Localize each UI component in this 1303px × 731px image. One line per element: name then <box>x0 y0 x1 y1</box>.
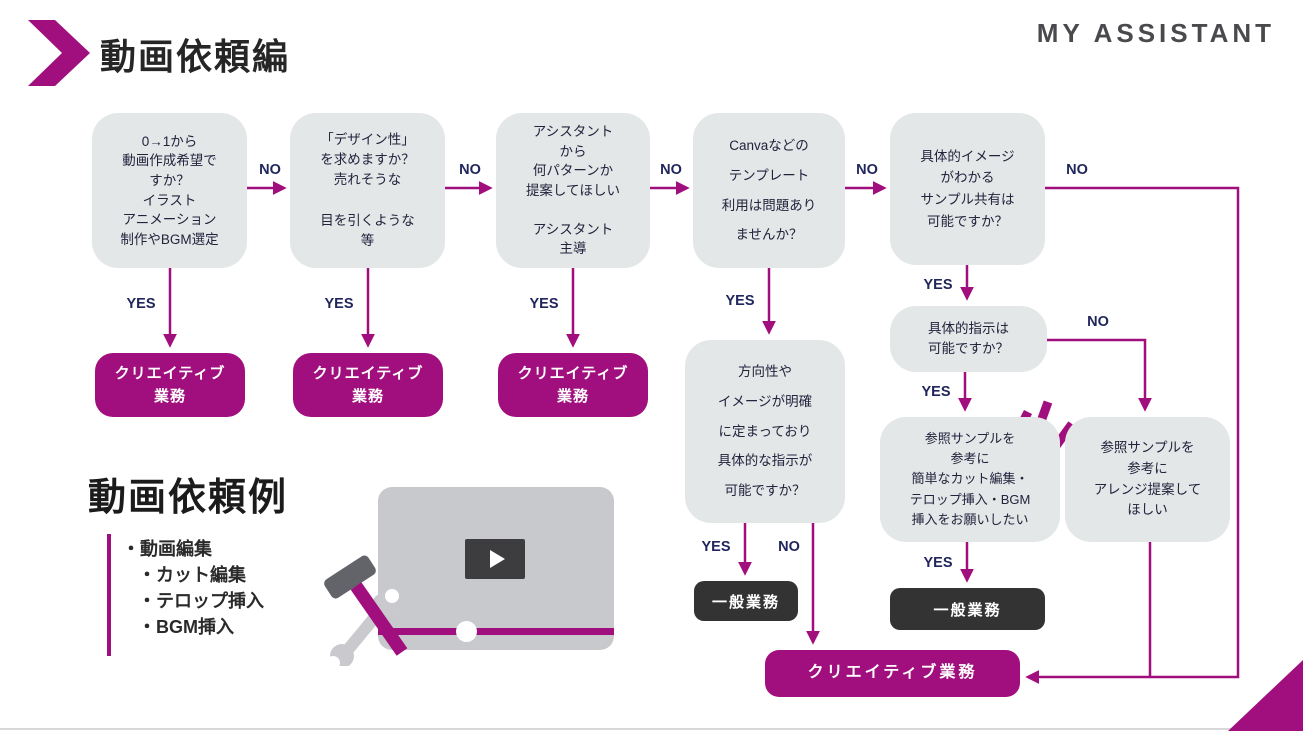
brand-logo: MY ASSISTANT <box>1036 18 1275 48</box>
flow-node-q3: アシスタント から 何パターンか 提案してほしい アシスタント 主導 <box>496 113 650 268</box>
flow-node-q9: 参照サンプルを 参考に アレンジ提案して ほしい <box>1065 417 1230 542</box>
result-creative-wide: クリエイティブ業務 <box>765 650 1020 697</box>
label-no-3: NO <box>660 162 682 178</box>
label-no-1: NO <box>259 162 281 178</box>
label-yes-q8: YES <box>923 555 953 571</box>
label-no-q6: NO <box>778 539 800 555</box>
label-yes-q7: YES <box>921 384 951 400</box>
hammer-wrench-icon <box>324 555 408 666</box>
flow-node-q1: 0→1から 動画作成希望で すか？ イラスト アニメーション 制作やBGM選定 <box>92 113 247 268</box>
label-yes-3: YES <box>529 296 559 312</box>
label-yes-5: YES <box>923 277 953 293</box>
flow-node-q5: 具体的イメージ がわかる サンプル共有は 可能ですか？ <box>890 113 1045 265</box>
label-yes-1: YES <box>126 296 156 312</box>
flow-node-q2: 「デザイン性」 を求めますか？ 売れそうな 目を引くような 等 <box>290 113 445 268</box>
progress-bar <box>378 628 614 635</box>
examples-heading: 動画依頼例 <box>88 477 289 519</box>
label-no-5: NO <box>1066 162 1088 178</box>
list-item: ・BGM挿入 <box>138 617 234 637</box>
label-no-q7: NO <box>1087 314 1109 330</box>
result-general-1: 一般業務 <box>694 581 798 621</box>
list-item: ・テロップ挿入 <box>138 591 264 611</box>
label-no-2: NO <box>459 162 481 178</box>
label-no-4: NO <box>856 162 878 178</box>
result-creative-2: クリエイティブ 業務 <box>293 353 443 417</box>
result-creative-1: クリエイティブ 業務 <box>95 353 245 417</box>
corner-triangle-icon <box>1228 660 1303 731</box>
result-creative-3: クリエイティブ 業務 <box>498 353 648 417</box>
label-yes-2: YES <box>324 296 354 312</box>
video-player-illustration <box>378 487 614 650</box>
examples-list: ・動画編集 ・カット編集 ・テロップ挿入 ・BGM挿入 <box>122 536 264 640</box>
flow-node-q7: 具体的指示は 可能ですか？ <box>890 306 1047 372</box>
list-item: ・カット編集 <box>138 565 246 585</box>
flow-node-q4: Canvaなどの テンプレート 利用は問題あり ませんか？ <box>693 113 845 268</box>
result-general-2: 一般業務 <box>890 588 1045 630</box>
list-item: ・動画編集 <box>122 539 212 559</box>
play-icon <box>465 539 525 579</box>
page-title: 動画依頼編 <box>100 36 291 77</box>
examples-accent-bar <box>107 534 111 656</box>
flow-node-q8: 参照サンプルを 参考に 簡単なカット編集・ テロップ挿入・BGM 挿入をお願いし… <box>880 417 1060 542</box>
progress-handle <box>456 621 477 642</box>
chevron-right-icon <box>28 20 90 86</box>
label-yes-4: YES <box>725 293 755 309</box>
flow-node-q6: 方向性や イメージが明確 に定まっており 具体的な指示が 可能ですか？ <box>685 340 845 523</box>
bottom-divider <box>0 728 1303 730</box>
play-triangle-icon <box>489 550 505 568</box>
label-yes-q6: YES <box>701 539 731 555</box>
